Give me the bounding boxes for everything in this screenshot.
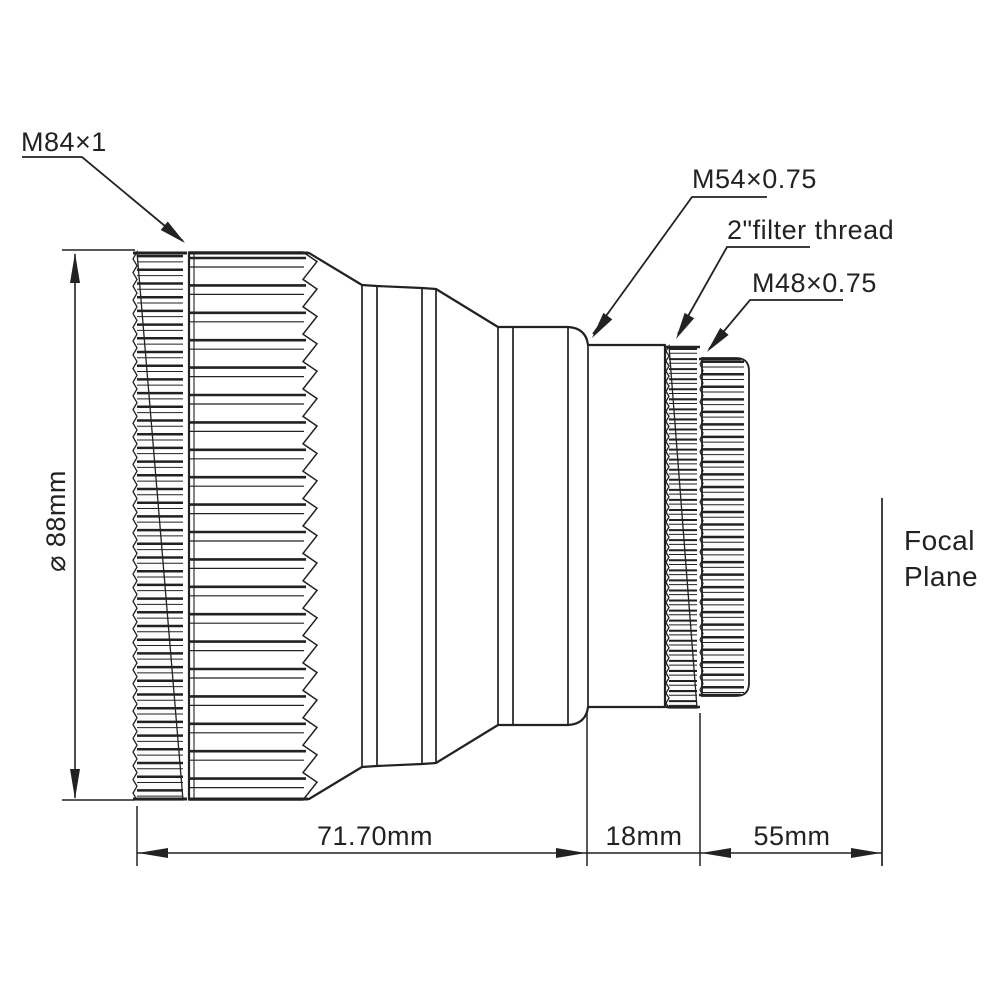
- label-m54: M54×0.75: [692, 164, 817, 194]
- diameter-arrow-down: [70, 769, 80, 799]
- label-m48: M48×0.75: [752, 268, 877, 298]
- body-length-arrow-right: [556, 848, 586, 858]
- knurl-grip-main: [187, 251, 319, 801]
- lens-body-step-lines: [361, 285, 589, 767]
- m48-thread-ring: [699, 357, 750, 697]
- label-body-length: 71.70mm: [317, 821, 433, 851]
- lens-body: [248, 251, 667, 801]
- leader-m84-line: [22, 156, 184, 242]
- label-filter-thread: 2"filter thread: [727, 215, 894, 245]
- dimension-lengths: 71.70mm 18mm 55mm: [136, 712, 882, 866]
- back-focus-arrow-right: [851, 848, 881, 858]
- focal-plane: Focal Plane: [881, 498, 978, 866]
- back-focus-arrow-left: [701, 848, 731, 858]
- dimension-diameter: ⌀ 88mm: [41, 249, 135, 801]
- leader-filter-thread: 2"filter thread: [676, 215, 894, 339]
- label-mid-length: 18mm: [605, 821, 682, 851]
- leader-filter-arrowhead: [676, 312, 695, 339]
- leader-m54-arrowhead: [592, 312, 613, 338]
- leader-m54-line: [592, 196, 767, 335]
- leader-m84-arrowhead: [160, 221, 185, 243]
- lens-body-outline: [248, 251, 667, 801]
- leader-m48: M48×0.75: [707, 268, 877, 352]
- leader-m54: M54×0.75: [592, 164, 817, 338]
- label-diameter: ⌀ 88mm: [41, 470, 71, 572]
- leader-m48-line: [708, 299, 843, 350]
- label-focal-line2: Plane: [904, 561, 978, 592]
- diameter-arrow-up: [70, 253, 80, 283]
- body-length-arrow-left: [138, 848, 168, 858]
- leader-m48-arrowhead: [707, 327, 729, 352]
- label-m84: M84×1: [21, 127, 107, 157]
- leader-filter-line: [677, 246, 810, 335]
- label-focal-line1: Focal: [904, 525, 975, 556]
- leader-m84: M84×1: [21, 127, 185, 243]
- knurl-ring-m84: [132, 249, 187, 801]
- filter-thread-ring: [665, 343, 700, 709]
- label-back-focus: 55mm: [753, 821, 830, 851]
